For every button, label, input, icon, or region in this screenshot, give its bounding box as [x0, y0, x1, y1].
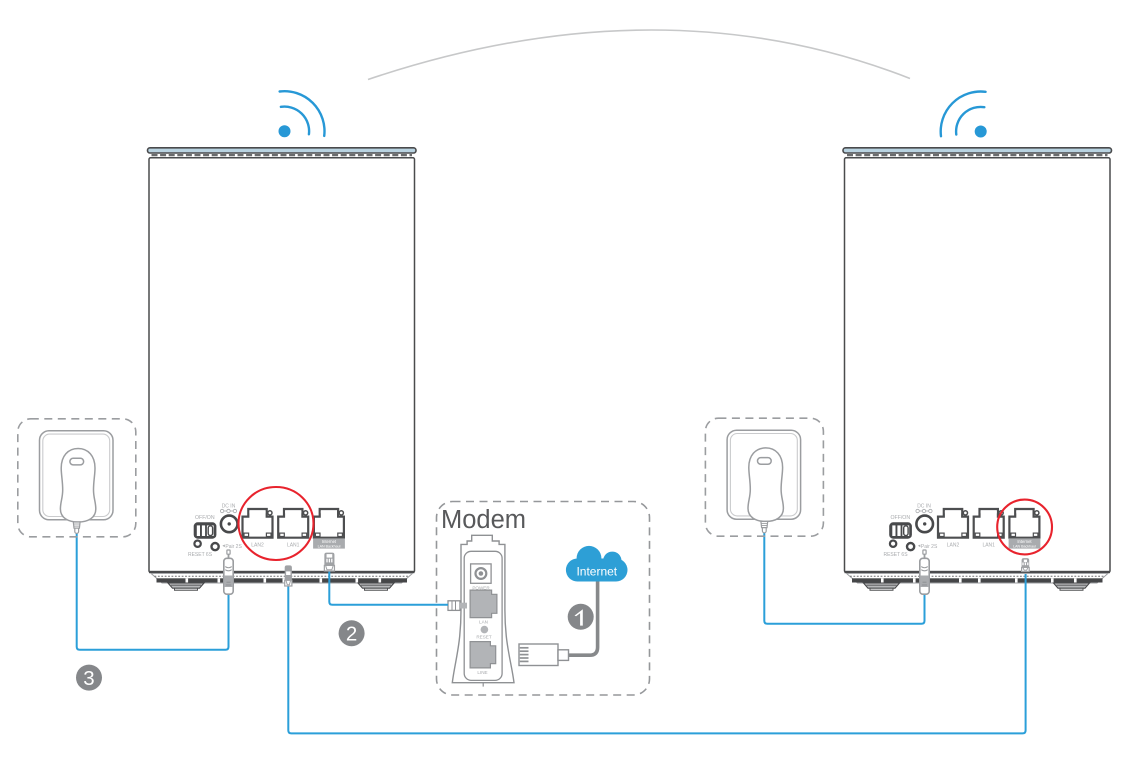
svg-text:LAN: LAN [479, 620, 488, 625]
svg-text:RESET: RESET [476, 635, 492, 640]
svg-text:POWER: POWER [472, 585, 490, 590]
svg-text:Modem: Modem [441, 506, 526, 534]
svg-text:2: 2 [346, 623, 357, 646]
svg-text:Internet: Internet [576, 564, 617, 578]
svg-text:LINE: LINE [477, 670, 487, 675]
svg-text:3: 3 [83, 667, 94, 690]
